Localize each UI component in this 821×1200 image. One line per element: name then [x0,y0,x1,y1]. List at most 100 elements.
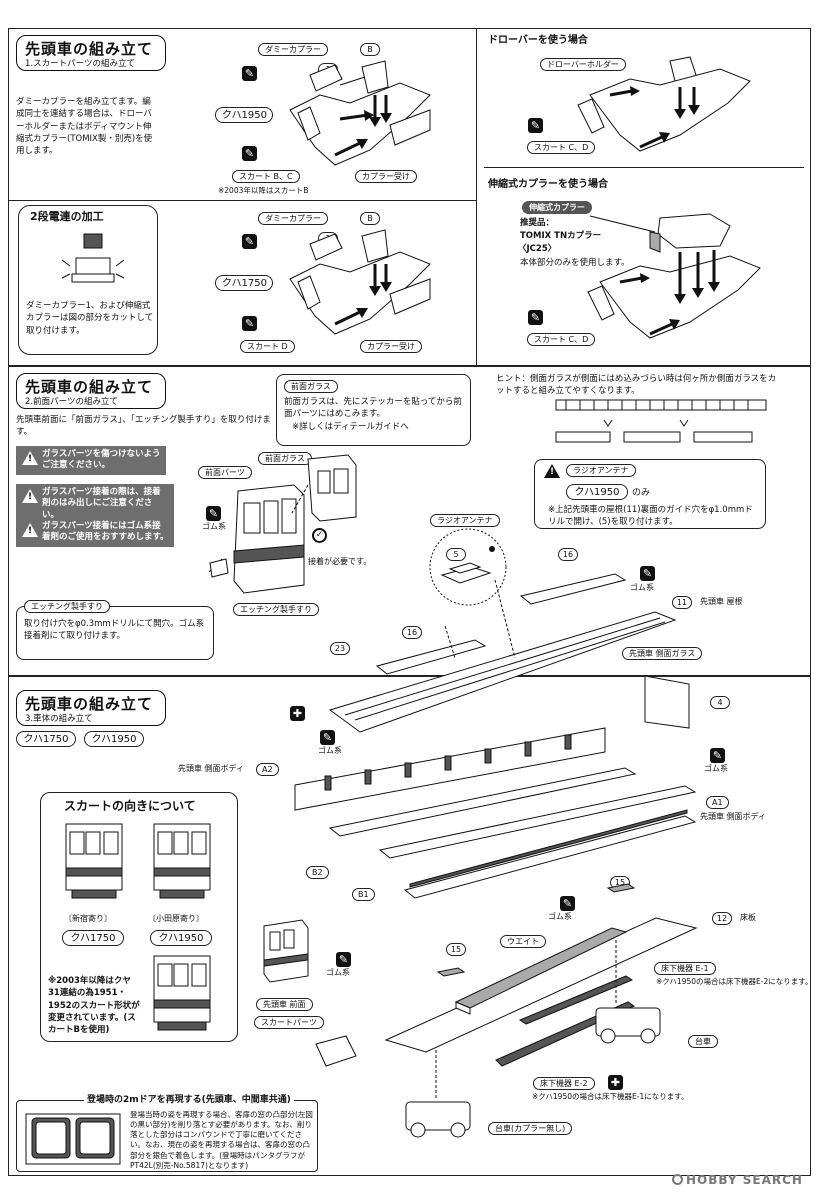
rubber-glue-label-5: ゴム系 [548,912,572,921]
part-23-label: 23 [330,642,350,655]
side-body-a1-label: 先頭車 側面ボディ [700,812,766,821]
glue-icon: ✎ [242,234,257,249]
odawara-label: 〔小田原寄り〕 [148,914,204,923]
skirt-2003-note: ※2003年以降はクヤ31連結の為1951・1952のスカート形状が変更されてい… [48,976,140,1036]
door-note-text: 登場当時の姿を再現する場合、客扉の窓の凸部分(左図の黒い部分)を削り落とす必要が… [130,1110,313,1170]
recommended-name: TOMIX TNカプラー [520,231,602,241]
section-1-heading: 先頭車の組み立て [25,40,154,58]
part-4-label: 4 [710,696,730,709]
glue-icon: ✎ [206,506,221,521]
mount-icon: ✚ [608,1075,623,1090]
section-3-title: 先頭車の組み立て 3.車体の組み立て [16,690,166,726]
part-16-label-2: 16 [402,626,422,639]
radio-warning-icon [544,464,560,478]
telescopic-illustration [587,213,761,339]
recommended-note: 本体部分のみを使用します。 [520,258,630,268]
bogie-label: 台車 [688,1035,718,1048]
warning-3-text: ガラスパーツ接着にはゴム系接着剤のご使用をおすすめします。 [42,521,169,543]
radio-antenna-circle [429,528,507,606]
rubber-glue-label-2: ゴム系 [630,583,654,592]
coupler-holder-label-1: カプラー受け [355,170,417,183]
part-a2-label: A2 [256,763,279,776]
door-window-illustration [25,1113,121,1165]
watermark: HOBBY SEARCH [672,1172,803,1188]
radio-only-label: のみ [632,488,651,498]
floor-label: 床板 [740,913,756,922]
part-b-label-1: B [360,43,380,56]
kuha1750-badge: クハ1750 [215,275,273,291]
part-16-label-1: 16 [558,548,578,561]
etching-note-title: エッチング製手すり [24,600,110,613]
weight-label: ウエイト [500,935,546,948]
part-b2-label: B2 [306,866,329,879]
part-b-label-2: B [360,212,380,225]
bogie-no-coupler-label: 台車(カプラー無し) [488,1122,573,1135]
odawara-front-illustration [153,823,211,899]
dummy-coupler-label-1: ダミーカプラー [258,43,328,56]
glue-icon: ✎ [336,952,351,967]
shinjuku-label: 〔新宿寄り〕 [64,914,112,923]
floor-assembly-illustration [263,883,698,1138]
watermark-icon [672,1174,683,1185]
glue-icon: ✎ [242,66,257,81]
roof-label: 先頭車 屋根 [700,597,743,606]
front-glass-note-text: 前面ガラスは、先にステッカーを貼ってから前面パーツにはめこみます。 [284,397,462,420]
warning-3: ガラスパーツ接着にはゴム系接着剤のご使用をおすすめします。 [16,518,174,547]
two-step-coupler-illustration [61,233,125,283]
rubber-glue-label-4: ゴム系 [704,764,728,773]
skirt-kuha1950-badge: クハ1950 [150,930,212,946]
warning-1: ガラスパーツを傷つけないようご注意ください。 [16,446,166,475]
glue-icon: ✎ [528,310,543,325]
divider-step-left [8,200,476,201]
drawbar-illustration [577,56,751,152]
glue-icon: ✎ [560,896,575,911]
part-b1-label: B1 [352,888,375,901]
dummy-coupler-label-2: ダミーカプラー [258,212,328,225]
skirt-assembly-illustration-1 [289,60,431,166]
shinjuku-front-illustration [65,823,123,899]
kuha1950-badge: クハ1950 [215,107,273,123]
section-1-text: ダミーカプラーを組み立てます。編成同士を連結する場合は、ドローバーホルダーまたは… [16,97,153,157]
part-a1-label: A1 [706,796,729,809]
front-glass-note-detail: ※詳しくはディテールガイドへ [292,422,409,432]
two-step-coupler-text: ダミーカプラー1、および伸縮式カプラーは図の部分をカットして取り付けます。 [26,301,154,336]
etching-note [16,606,214,660]
section-3-kuha1750-badge: クハ1750 [16,731,76,747]
radio-kuha1950-badge: クハ1950 [566,484,628,500]
section-2-frame [8,366,811,676]
glue-icon: ✎ [320,730,335,745]
front-parts-illustration [207,454,357,594]
etching-handrail-label: エッチング製手すり [233,603,319,616]
rubber-glue-label-1: ゴム系 [202,522,226,531]
coupler-holder-label-2: カプラー受け [360,340,422,353]
glue-icon: ✎ [640,566,655,581]
section-3-kuha1950-badge: クハ1950 [84,731,144,747]
side-glass-label: 先頭車 側面ガラス [622,647,703,660]
glue-icon: ✎ [242,146,257,161]
car-body-exploded-illustration [294,573,697,899]
front-label: 先頭車 前面 [256,998,313,1011]
section-1-frame [8,28,811,366]
skirt-assembly-illustration-2 [289,229,431,335]
divider-top-vertical [476,28,477,366]
skirt-d-label: スカート D [240,340,295,353]
underfloor-e1-note: ※クハ1950の場合は床下機器E-2になります。 [656,977,813,986]
divider-step-right [484,167,804,168]
radio-note-title: ラジオアンテナ [566,464,636,477]
section-1-title: 先頭車の組み立て 1.スカートパーツの組み立て [16,35,166,71]
part-12-label: 12 [712,912,732,925]
skirt-kuha1750-badge: クハ1750 [62,930,124,946]
glue-icon: ✎ [710,748,725,763]
drawbar-title: ドローバーを使う場合 [488,35,588,46]
glue-icon: ✎ [242,316,257,331]
warning-2-text: ガラスパーツ接着の際は、接着剤のはみ出しにご注意ください。 [42,487,161,520]
two-step-coupler-title: 2段電連の加工 [30,210,104,223]
skirt-parts-label: スカートパーツ [254,1016,324,1029]
hint-text: ヒント：側面ガラスが側面にはめ込みづらい時は何ヶ所か側面ガラスをカットすると組み… [496,374,777,397]
rubber-glue-label-6: ゴム系 [326,968,350,977]
telescopic-badge: 伸縮式カプラー [522,201,592,214]
etching-note-text: 取り付け穴をφ0.3mmドリルにて開穴。ゴム系接着剤にて取り付けます。 [24,619,205,642]
part-5-label: 5 [446,548,466,561]
section-3-subheading: 3.車体の組み立て [25,714,93,725]
drawbar-holder-label: ドローバーホルダー [540,58,626,71]
